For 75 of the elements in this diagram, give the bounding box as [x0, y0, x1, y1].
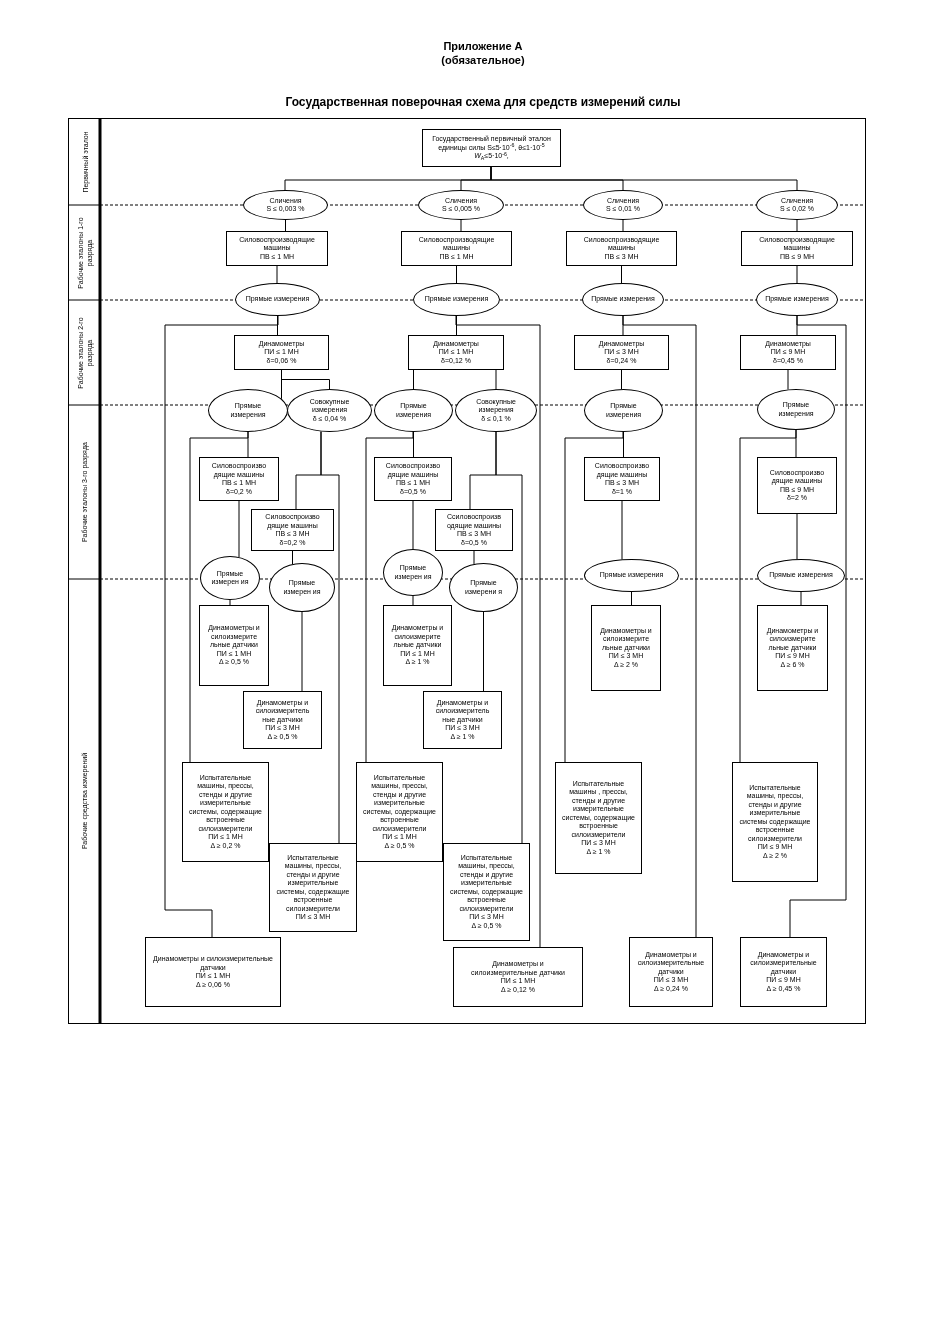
connector-line	[460, 219, 462, 232]
process-box	[591, 605, 661, 691]
process-box	[401, 231, 512, 266]
process-box	[443, 843, 530, 941]
process-box	[629, 937, 713, 1007]
process-box	[234, 335, 329, 370]
connector-line	[631, 591, 632, 606]
diagram-title: Государственная поверочная схема для средств измерений силы	[284, 95, 682, 109]
process-box	[423, 691, 502, 749]
connector-line	[455, 315, 541, 948]
connector-line	[456, 265, 457, 284]
process-box	[566, 231, 677, 266]
process-box	[435, 509, 513, 551]
process-box	[226, 231, 328, 266]
connector-line	[495, 431, 523, 844]
process-box	[757, 605, 828, 691]
process-ellipse	[200, 556, 260, 600]
process-box	[243, 691, 322, 749]
appendix-status: (обязательное)	[440, 54, 526, 67]
process-box	[356, 762, 443, 862]
process-box	[383, 605, 452, 686]
process-box	[740, 335, 836, 370]
process-box	[269, 843, 357, 932]
connector-line	[229, 599, 231, 606]
process-box	[757, 457, 837, 514]
connector-line	[800, 591, 802, 606]
connector-line	[490, 166, 798, 191]
process-ellipse	[757, 559, 845, 592]
process-box	[555, 762, 642, 874]
connector-line	[495, 369, 497, 390]
connector-line	[413, 369, 414, 390]
process-ellipse	[455, 389, 537, 432]
process-box	[453, 947, 583, 1007]
process-box	[741, 231, 853, 266]
connector-line	[164, 315, 279, 938]
connector-line	[365, 431, 414, 763]
connector-line	[292, 550, 293, 565]
connector-line	[189, 431, 249, 763]
process-box	[422, 129, 561, 167]
appendix-heading: Приложение А	[442, 40, 524, 53]
connector-line	[483, 611, 484, 692]
process-ellipse	[269, 563, 335, 612]
connector-line	[622, 315, 697, 938]
process-box	[408, 335, 504, 370]
process-box	[182, 762, 269, 862]
connector-line	[739, 429, 797, 763]
process-box	[740, 937, 827, 1007]
connector-line	[621, 369, 622, 390]
process-box	[199, 457, 279, 501]
connector-line	[621, 265, 622, 284]
process-box	[584, 457, 660, 501]
connector-line	[789, 315, 847, 938]
process-box	[145, 937, 281, 1007]
connector-line	[281, 369, 330, 390]
connector-line	[796, 265, 798, 284]
connector-line	[285, 219, 286, 232]
connector-line	[276, 265, 278, 284]
process-box	[732, 762, 818, 882]
connector-line	[787, 369, 789, 390]
connector-line	[238, 500, 240, 558]
connector-line	[412, 500, 414, 550]
connector-line	[301, 611, 303, 692]
connector-line	[796, 219, 798, 232]
connector-line	[473, 550, 475, 565]
connector-line	[564, 431, 624, 763]
process-box	[374, 457, 452, 501]
process-ellipse	[449, 563, 518, 612]
process-box	[251, 509, 334, 551]
connector-line	[412, 595, 414, 606]
connector-line	[622, 219, 624, 232]
process-box	[574, 335, 669, 370]
process-box	[199, 605, 269, 686]
connector-line	[621, 500, 623, 560]
connector-line	[320, 431, 340, 844]
connector-line	[796, 513, 798, 560]
